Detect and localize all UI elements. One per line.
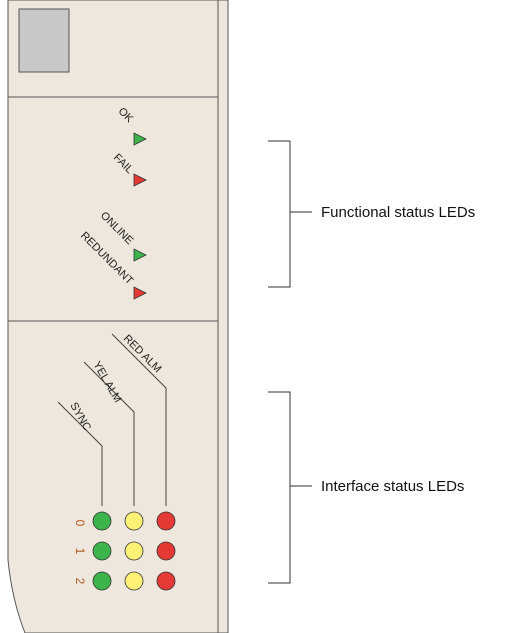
row-number-0: 0 [73,520,87,527]
leader-line-sync [57,401,103,506]
red-alm-led-0 [156,511,176,531]
red-alm-led-2 [156,571,176,591]
fail-led-icon [133,173,147,187]
row-number-2: 2 [73,578,87,585]
sync-led-0 [92,511,112,531]
red-alm-led-1 [156,541,176,561]
yel-alm-led-2 [124,571,144,591]
yel-alm-led-0 [124,511,144,531]
functional-bracket [268,140,291,288]
interface-bracket [268,391,291,584]
redundant-led-icon [133,286,147,300]
ejector-handle [18,8,70,73]
interface-callout-label: Interface status LEDs [321,478,464,495]
interface-callout: Interface status LEDs [268,391,464,584]
ok-led-icon [133,132,147,146]
card-panel [7,0,229,633]
functional-callout-label: Functional status LEDs [321,204,475,221]
functional-callout: Functional status LEDs [268,140,475,288]
leader-line-yel-alm [83,361,135,506]
online-led-icon [133,248,147,262]
row-number-1: 1 [73,548,87,555]
sync-led-2 [92,571,112,591]
sync-led-1 [92,541,112,561]
leader-line-red-alm [111,333,167,506]
yel-alm-led-1 [124,541,144,561]
